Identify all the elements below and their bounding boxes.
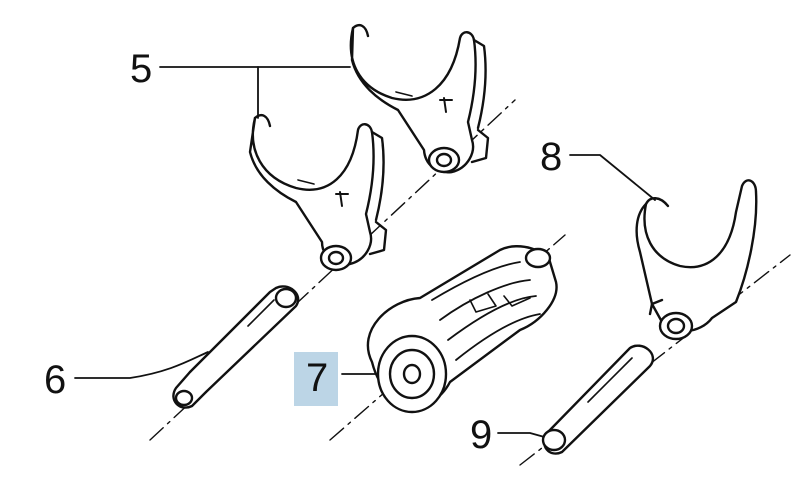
callout-7-highlighted[interactable]: 7	[294, 352, 339, 406]
fork-shaft-9	[541, 344, 654, 455]
leader-9	[497, 432, 549, 439]
callout-9[interactable]: 9	[470, 413, 493, 457]
callout-6[interactable]: 6	[44, 358, 67, 402]
leader-lines	[74, 66, 656, 439]
leader-8	[569, 154, 656, 201]
callout-5[interactable]: 5	[130, 47, 153, 91]
shift-fork-upper	[349, 24, 490, 174]
callout-8[interactable]: 8	[540, 135, 563, 179]
shift-fork-lower	[248, 114, 388, 272]
shift-fork-8	[635, 179, 758, 341]
leader-6	[74, 351, 209, 379]
shift-drum-7	[366, 245, 558, 414]
fork-shaft-6	[172, 285, 300, 409]
